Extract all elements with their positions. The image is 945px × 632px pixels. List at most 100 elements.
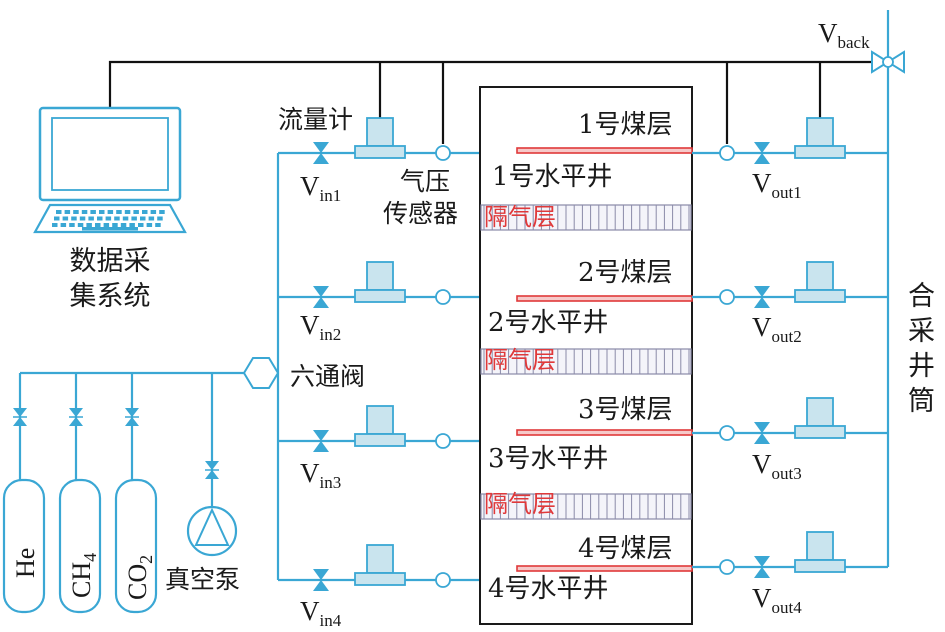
inlet-valve-icon-bottom [313,297,329,308]
inlet-flowmeter-icon [354,544,406,586]
vin3-sub: in3 [320,473,342,492]
inlet-valve-icon-bottom [313,153,329,164]
keyboard-key [124,210,131,214]
outlet-valve-icon-top [754,286,770,297]
inlet-valve-icon-top [313,142,329,153]
vout1-label: V [752,168,772,198]
vout3-label: V [752,449,772,479]
inlet-pressure-sensor-icon [435,572,451,588]
keyboard-key [90,210,96,214]
well-4-icon [516,565,693,572]
inlet-flowmeter-icon-head [366,117,394,147]
cylinder-he: He [2,478,46,614]
svg-text:Vout2: Vout2 [752,312,802,346]
inlet-valve-icon-top [313,430,329,441]
outlet-valve-icon-bottom [754,297,770,308]
outlet-valve-icon-top [754,142,770,153]
keyboard-key [150,210,157,214]
cylinder-valve-icon-top [125,408,139,417]
inlet-valve-icon-bottom [313,580,329,591]
keyboard-key [103,223,110,227]
coal-seam-2-label: 2号煤层 [578,258,673,288]
outlet-valve-icon [754,556,770,578]
inlet-flowmeter-icon-body [354,572,406,586]
keyboard-key [140,216,146,221]
svg-text:Vin3: Vin3 [300,458,341,492]
keyboard-key [77,223,84,227]
inlet-flowmeter-icon-body [354,145,406,159]
signal-wiring [108,60,885,144]
outlet-pressure-sensor-icon [719,145,735,161]
keyboard-key [64,210,71,214]
vout3-sub: out3 [772,464,802,483]
keyboard-key [155,223,161,227]
keyboard-key [97,216,103,221]
back-valve-label: V [818,18,838,48]
inlet-devices [313,117,451,591]
inlet-pressure-sensor-icon [435,433,451,449]
inlet-flowmeter-icon-body [354,433,406,447]
cylinder-ch4-label: CH [67,562,96,598]
keyboard-key [112,223,118,227]
outlet-flowmeter-icon-body [794,289,846,303]
keyboard-key [157,216,163,221]
svg-text:CO2: CO2 [123,555,156,600]
outlet-valve-icon [754,422,770,444]
inlet-pressure-sensor-icon [435,145,451,161]
pump-valve-icon-top [205,461,219,470]
keyboard-key [95,223,101,227]
outlet-flowmeter-icon-head [806,531,834,561]
svg-text:He: He [11,548,40,578]
inlet-flowmeter-icon [354,261,406,303]
vacuum-pump-icon [186,505,238,557]
svg-text:Vin4: Vin4 [300,596,342,630]
barrier-layers [480,204,692,520]
svg-text:CH4: CH4 [67,553,100,598]
outlet-valve-icon-bottom [754,433,770,444]
outlet-flowmeter-icon [794,261,846,303]
gas-supply [18,373,214,507]
well-3-icon [516,429,693,436]
coal-seam-3-label: 3号煤层 [578,395,673,425]
outlet-flowmeter-icon-head [806,117,834,147]
pressure-sensor-label-line1: 气压 [400,167,450,196]
keyboard-key [54,216,60,221]
inlet-flowmeter-icon [354,405,406,447]
flowmeter-label: 流量计 [278,105,353,134]
commingled-wellbore-char4: 筒 [908,386,935,417]
outlet-pressure-sensor-icon [719,289,735,305]
cylinder-valve-icon [125,408,139,426]
inlet-flowmeter-icon [354,117,406,159]
inlet-flowmeter-icon-head [366,405,394,435]
keyboard-key [71,216,77,221]
keyboard-key [60,223,67,227]
outlet-pressure-sensor-icon [719,425,735,441]
keyboard-key [131,216,137,221]
daq-label-line2: 集系统 [70,281,151,312]
barrier-band [480,348,692,375]
cylinder-valve-icon-bottom [125,417,139,426]
barrier-band [480,204,692,231]
pump-valve-icon-bottom [205,470,219,479]
vin4-label: V [300,596,320,626]
daq-signal-bus [108,60,885,108]
vout2-label: V [752,312,772,342]
keyboard-key [114,216,120,221]
vin4-sub: in4 [320,611,342,630]
outlet-flowmeter-icon-head [806,261,834,291]
vout1-sub: out1 [772,183,802,202]
outlet-pressure-sensor-icon [719,559,735,575]
keyboard-key [159,210,165,214]
six-way-valve-label: 六通阀 [290,362,365,391]
inlet-pressure-sensor-icon [435,289,451,305]
inlet-valve-icon [313,142,329,164]
inlet-flowmeter-icon-head [366,544,394,574]
inlet-flowmeter-icon-body [354,289,406,303]
cylinder-ch4-sub: 4 [80,553,100,562]
well-1-icon [516,147,693,154]
outlet-devices [719,117,846,578]
cylinder-valve-icon-bottom [69,417,83,426]
commingled-wellbore-char1: 合 [908,281,935,312]
vin2-label: V [300,310,320,340]
